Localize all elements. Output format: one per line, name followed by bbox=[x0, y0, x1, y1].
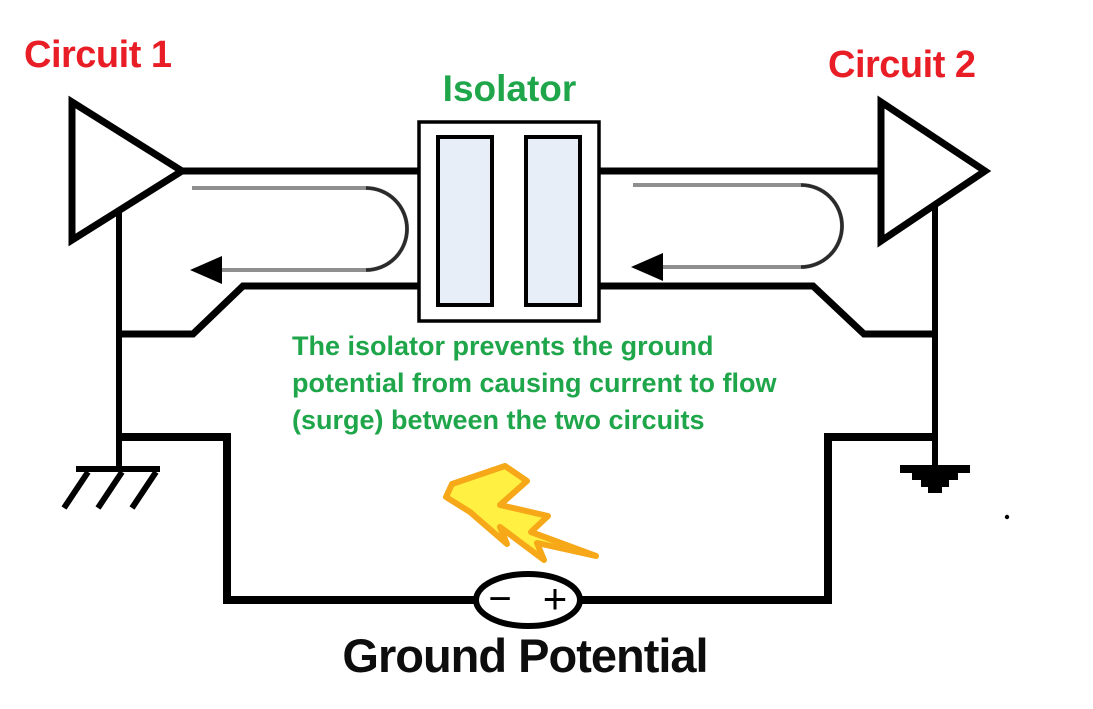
voltage-source-plus-sign: + bbox=[542, 575, 568, 622]
current-loop-left bbox=[192, 186, 409, 272]
isolator-plate-left bbox=[436, 135, 494, 307]
circuit2-label: Circuit 2 bbox=[828, 44, 976, 86]
current-loop-left-arrowhead-icon bbox=[190, 256, 222, 284]
isolator-caption: The isolator prevents the ground potenti… bbox=[292, 328, 777, 439]
voltage-source-ellipse bbox=[473, 571, 583, 629]
circuit1-label: Circuit 1 bbox=[24, 34, 172, 76]
isolator-label: Isolator bbox=[442, 68, 577, 109]
caption-line-3: (surge) between the two circuits bbox=[292, 405, 705, 435]
lightning-bolt-icon bbox=[443, 463, 599, 563]
small-dot bbox=[1004, 514, 1010, 520]
current-loop-right-curve bbox=[800, 183, 844, 269]
isolator-plate-right bbox=[524, 135, 582, 307]
voltage-source-minus-sign: − bbox=[488, 577, 512, 621]
wire-return-left bbox=[117, 282, 440, 338]
wire-return-right bbox=[579, 282, 938, 338]
circuit2-amplifier-triangle bbox=[877, 95, 992, 248]
circuit1-amplifier-triangle bbox=[68, 95, 189, 247]
chassis-ground-icon bbox=[61, 466, 160, 510]
current-loop-left-curve bbox=[365, 186, 409, 272]
caption-line-2: potential from causing current to flow bbox=[292, 368, 777, 398]
ground-potential-label: Ground Potential bbox=[342, 629, 708, 682]
caption-line-1: The isolator prevents the ground bbox=[292, 331, 714, 361]
current-loop-right bbox=[633, 183, 844, 269]
current-loop-right-arrowhead-icon bbox=[631, 253, 663, 281]
earth-ground-icon bbox=[900, 465, 970, 493]
